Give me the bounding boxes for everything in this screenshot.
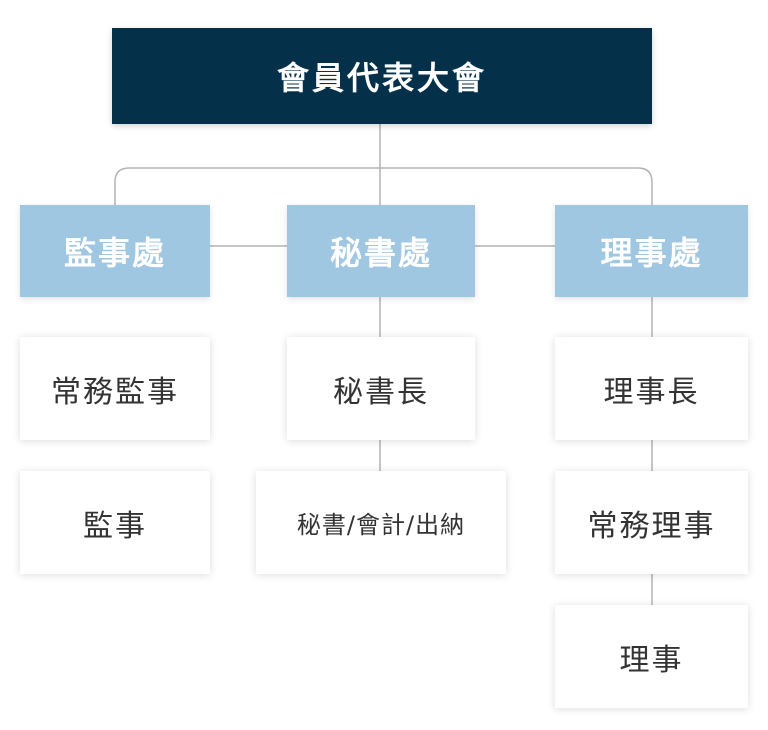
- supervisor-box: 監事: [20, 471, 210, 574]
- directors-office-label: 理事處: [600, 234, 703, 272]
- secretary-accountant-cashier-box: 秘書/會計/出納: [256, 471, 506, 574]
- supervisory-office-label: 監事處: [63, 234, 166, 272]
- general-assembly-box: 會員代表大會: [112, 28, 652, 124]
- secretary-general-label: 秘書長: [333, 374, 429, 410]
- standing-director-box: 常務理事: [555, 471, 748, 574]
- director-label: 理事: [619, 642, 684, 678]
- director-box: 理事: [555, 605, 748, 708]
- standing-supervisor-box: 常務監事: [20, 337, 210, 440]
- supervisory-office-box: 監事處: [20, 205, 210, 297]
- standing-director-label: 常務理事: [587, 508, 716, 544]
- chairman-label: 理事長: [603, 374, 700, 410]
- secretariat-office-box: 秘書處: [287, 205, 475, 297]
- directors-office-box: 理事處: [555, 205, 748, 297]
- standing-supervisor-label: 常務監事: [51, 374, 179, 410]
- general-assembly-label: 會員代表大會: [276, 59, 487, 97]
- supervisor-label: 監事: [83, 508, 147, 544]
- secretary-general-box: 秘書長: [287, 337, 475, 440]
- secretary-accountant-cashier-label: 秘書/會計/出納: [296, 511, 466, 539]
- secretariat-office-label: 秘書處: [329, 234, 432, 272]
- chairman-box: 理事長: [555, 337, 748, 440]
- connector-branch-bus: [114, 167, 653, 205]
